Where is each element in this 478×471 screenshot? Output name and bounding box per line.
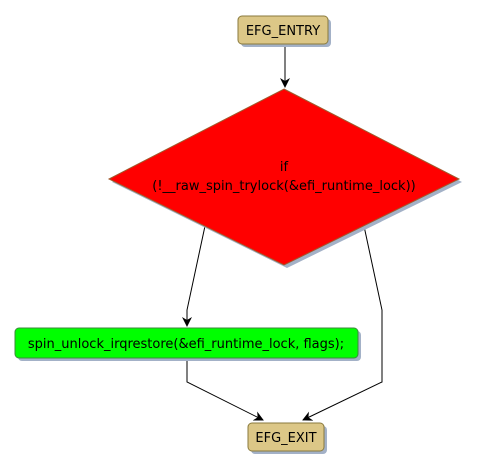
- edge-condition-to-action: [182, 225, 206, 327]
- exit-node-box: [247, 422, 325, 452]
- action-node-box: [14, 327, 359, 359]
- condition-line-1: if: [280, 160, 289, 175]
- condition-node: if (!__raw_spin_trylock(&efi_runtime_loc…: [107, 88, 462, 268]
- condition-line-2: (!__raw_spin_trylock(&efi_runtime_lock)): [152, 179, 415, 194]
- entry-node: EFG_ENTRY: [237, 15, 331, 47]
- condition-diamond: [107, 88, 461, 266]
- edges: [182, 46, 383, 421]
- action-node: spin_unlock_irqrestore(&efi_runtime_lock…: [14, 327, 361, 361]
- action-node-label: spin_unlock_irqrestore(&efi_runtime_lock…: [28, 337, 344, 352]
- edge-action-to-exit: [186, 357, 264, 421]
- edge-condition-to-exit: [302, 225, 383, 421]
- exit-node-label: EFG_EXIT: [255, 431, 316, 446]
- entry-node-label: EFG_ENTRY: [246, 24, 320, 39]
- exit-node: EFG_EXIT: [247, 422, 327, 454]
- entry-node-box: [237, 15, 329, 45]
